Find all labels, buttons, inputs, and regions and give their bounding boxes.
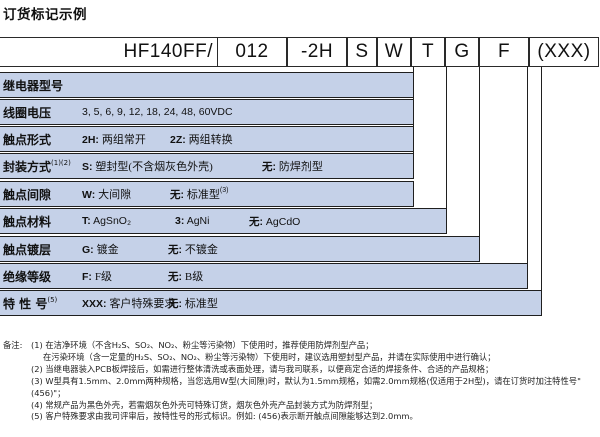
option-text: 两组常开 — [101, 134, 146, 146]
row-label: 线圈电压 — [3, 105, 52, 120]
row-7: 绝缘等级 F: F级 无: B级 — [0, 263, 528, 289]
option-code: F: — [82, 271, 92, 283]
row-label: 封装方式 — [3, 159, 52, 174]
option-code: 无: — [262, 161, 276, 173]
row-6: 触点镀层 G: 镀金 无: 不镀金 — [0, 236, 480, 262]
option-text: 标准型 — [186, 189, 220, 201]
option-text: 大间隙 — [98, 189, 132, 201]
code-segment-3: S — [347, 37, 377, 67]
code-segment-8: (XXX) — [529, 37, 599, 67]
row-0: 继电器型号 — [0, 72, 414, 98]
row-label: 触点镀层 — [3, 242, 52, 257]
option-code: W: — [82, 189, 96, 201]
option-text: AgNi — [186, 215, 210, 227]
code-segment-1: 012 — [217, 37, 287, 67]
option-text: AgCdO — [265, 215, 301, 228]
code-segment-0: HF140FF/ — [0, 37, 218, 67]
option-text: 镀金 — [96, 244, 119, 256]
option-text: 两组转换 — [188, 134, 233, 146]
option-text: 不镀金 — [184, 244, 218, 256]
row-option: F: F级 — [82, 268, 112, 284]
option-text: B级 — [184, 271, 204, 283]
option-text: F级 — [94, 271, 112, 283]
note-1-continued: 在污染环境（含一定量的H₂S、SO₂、NO₂、粉尘等污染物）下使用时，建议选用塑… — [43, 351, 496, 362]
row-option: XXX: 客户特殊要求 — [82, 295, 175, 311]
row-option: 3, 5, 6, 9, 12, 18, 24, 48, 60VDC — [82, 106, 233, 118]
connector-line-1 — [446, 67, 447, 208]
row-option: 无: 防焊剂型 — [262, 158, 323, 174]
page-title: 订货标记示例 — [3, 7, 87, 23]
option-code: 无: — [170, 189, 184, 201]
option-text: 客户特殊要求 — [109, 298, 176, 310]
code-segment-2: -2H — [287, 37, 347, 67]
row-option: 2Z: 两组转换 — [170, 131, 233, 147]
note-3: (3) W型具有1.5mm、2.0mm两种规格，当您选用W型(大间隙)时，默认为… — [31, 375, 581, 398]
code-segment-6: G — [445, 37, 479, 67]
note-5: (5) 客户特殊要求由我司评审后，按特性号的形式标识。例如: (456)表示断开… — [31, 411, 418, 422]
option-text: AgSnO₂ — [93, 215, 132, 227]
row-5: 触点材料 T: AgSnO₂ 3: AgNi 无: AgCdO — [0, 208, 447, 234]
row-2: 触点形式 2H: 两组常开 2Z: 两组转换 — [0, 126, 414, 152]
code-segment-7: F — [479, 37, 529, 67]
connector-line-0 — [413, 67, 414, 153]
connector-line-2 — [479, 67, 480, 236]
row-3: 封装方式(1)(2) S: 塑封型(不含烟灰色外壳) 无: 防焊剂型 — [0, 153, 414, 179]
option-code: XXX: — [82, 298, 107, 310]
option-code: 无: — [168, 271, 182, 283]
option-text: 防焊剂型 — [278, 161, 323, 173]
row-option: 3: AgNi — [175, 215, 209, 227]
row-label: 触点间隙 — [3, 187, 52, 202]
row-option: 无: 标准型(3) — [170, 186, 228, 202]
row-label-footnote: (1)(2) — [51, 158, 71, 167]
row-option: 无: 标准型 — [168, 295, 218, 311]
notes-heading: 备注: — [3, 340, 23, 350]
row-option: S: 塑封型(不含烟灰色外壳) — [82, 158, 213, 174]
row-1: 线圈电压 3, 5, 6, 9, 12, 18, 24, 48, 60VDC — [0, 99, 414, 125]
code-segment-5: T — [411, 37, 445, 67]
note-2: (2) 当继电器装入PCB板焊接后，如需进行整体清洗或表面处理，请与我司联系，以… — [31, 363, 494, 374]
option-code: 无: — [249, 215, 263, 228]
connector-line-3 — [527, 67, 528, 263]
option-code: S: — [82, 161, 93, 173]
row-option: W: 大间隙 — [82, 186, 131, 202]
row-label: 触点形式 — [3, 132, 52, 147]
code-segment-4: W — [377, 37, 411, 67]
row-label: 绝缘等级 — [3, 269, 52, 284]
connector-line-4 — [541, 67, 542, 290]
option-code: 3: — [175, 215, 185, 227]
row-label: 特 性 号 — [3, 296, 48, 311]
row-label-footnote: (5) — [47, 295, 58, 304]
note-4: (4) 常规产品为黑色外壳，若需烟灰色外壳可特殊订货，烟灰色外壳产品封装方式为防… — [31, 399, 378, 410]
notes: 备注: (1) 在洁净环境（不含H₂S、SO₂、NO₂、粉尘等污染物）下使用时，… — [3, 340, 597, 423]
row-4: 触点间隙 W: 大间隙 无: 标准型(3) — [0, 181, 414, 207]
option-code: 2Z: — [170, 134, 186, 146]
option-footnote: (3) — [219, 187, 229, 194]
row-option: 2H: 两组常开 — [82, 131, 146, 147]
option-code: 无: — [168, 298, 182, 310]
row-option: G: 镀金 — [82, 241, 119, 257]
option-text: 标准型 — [184, 298, 218, 310]
option-code: 无: — [168, 244, 182, 256]
option-code: G: — [82, 244, 94, 256]
row-option: 无: 不镀金 — [168, 241, 218, 257]
option-text: 3, 5, 6, 9, 12, 18, 24, 48, 60VDC — [82, 106, 233, 118]
note-1: (1) 在洁净环境（不含H₂S、SO₂、NO₂、粉尘等污染物）下使用时，推荐使用… — [31, 340, 374, 350]
option-code: 2H: — [82, 134, 99, 146]
row-label: 继电器型号 — [3, 78, 64, 93]
option-code: T: — [82, 215, 91, 227]
row-option: T: AgSnO₂ — [82, 215, 131, 227]
row-label: 触点材料 — [3, 214, 52, 229]
option-text: 塑封型(不含烟灰色外壳) — [95, 161, 213, 173]
row-option: 无: B级 — [168, 268, 203, 284]
row-8: 特 性 号(5) XXX: 客户特殊要求无: 标准型 — [0, 290, 542, 316]
row-option: 无: AgCdO — [249, 214, 300, 229]
